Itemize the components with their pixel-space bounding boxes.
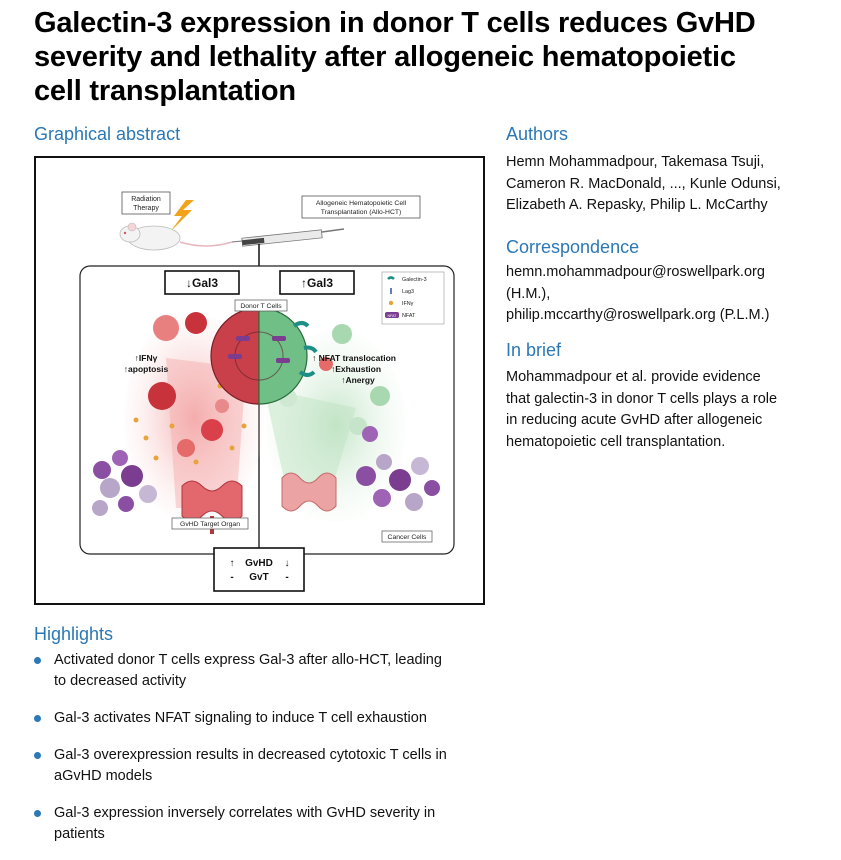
radiation-label: Therapy [133,205,159,212]
legend-label: Lag3 [402,289,414,295]
outcome-symbol: - [230,572,233,583]
lightning-icon [170,200,194,232]
in-brief-line: Mohammadpour et al. provide evidence [506,369,761,385]
green-beam [264,388,356,488]
purple-cells-right [356,426,440,511]
in-brief-heading: In brief [506,340,562,360]
cancer-cells-tag: Cancer Cells [381,530,433,543]
bullet-icon [34,657,41,664]
title-line: Galectin-3 expression in donor T cells r… [34,7,756,39]
outcome-symbol: ↑ [230,558,235,569]
highlight-item: Gal-3 activates NFAT signaling to induce… [34,708,504,729]
left-effect: ↑IFNγ [135,353,158,363]
title-line: cell transplantation [34,75,296,107]
authors-heading: Authors [506,124,569,144]
highlight-item: Gal-3 overexpression results in decrease… [34,745,504,787]
cancer-cells-label: Cancer Cells [388,534,428,541]
syringe-icon [231,228,345,247]
legend-label: Galectin-3 [402,277,427,283]
nfat-icon [385,312,399,318]
mouse-icon [119,222,233,251]
title-line: severity and lethality after allogeneic … [34,41,736,73]
gvhd-target-organ-tag: GvHD Target Organ [171,517,249,530]
correspondence-line: (H.M.), [506,285,551,302]
gal3-up-label: ↑Gal3 [301,276,333,290]
donor-t-cells-label: Donor T Cells [240,303,282,310]
in-brief-text: Mohammadpour et al. provide evidence tha… [506,367,826,453]
correspondence-email[interactable]: philip.mccarthy@roswellpark.org (P.L.M.) [506,307,770,323]
highlight-line: aGvHD models [54,768,153,784]
radiation-label-box: Radiation Therapy [121,191,171,215]
right-effect: ↑ NFAT translocation [312,353,396,363]
inflammatory-cells [148,312,229,457]
authors-line: Elizabeth A. Repasky, Philip L. McCarthy [506,197,768,213]
correspondence-email[interactable]: hemn.mohammadpour@roswellpark.org [506,264,765,280]
radiation-label: Radiation [131,196,161,203]
bullet-icon [34,810,41,817]
cytokine-dots-left [133,383,247,465]
legend: Galectin-3 Lag3 IFNγ NFAT NFAT [381,271,445,325]
gal3-down-label: ↓Gal3 [186,276,218,290]
in-brief-line: in reducing acute GvHD after allogeneic [506,412,763,428]
outcome-gvhd: GvHD [245,558,273,569]
effects-right: ↑ NFAT translocation ↑Exhaustion ↑Anergy [312,353,396,385]
left-effect: ↑apoptosis [124,364,169,374]
gal3-up-box: ↑Gal3 [279,270,355,295]
donor-t-cells-tag: Donor T Cells [234,299,288,312]
highlight-line: Gal-3 activates NFAT signaling to induce… [54,710,427,726]
outcome-symbol: - [285,572,288,583]
graphical-abstract: Radiation Therapy Allogeneic Hematopoiet… [34,156,485,605]
galectin3-icon [387,276,395,280]
highlight-line: Gal-3 overexpression results in decrease… [54,747,447,763]
donor-t-cell [210,307,318,405]
highlight-line: Gal-3 expression inversely correlates wi… [54,805,436,821]
transplant-label-box: Allogeneic Hematopoietic Cell Transplant… [301,195,421,219]
effects-left: ↑IFNγ ↑apoptosis [124,353,169,374]
graphical-abstract-heading: Graphical abstract [34,124,181,144]
right-effect: ↑Exhaustion [331,364,381,374]
highlights-heading: Highlights [34,624,114,644]
highlight-item: Gal-3 expression inversely correlates wi… [34,803,504,845]
ifng-icon [388,300,394,306]
highlight-line: patients [54,826,105,842]
highlight-line: Activated donor T cells express Gal-3 af… [54,652,442,668]
transplant-label: Transplantation (Allo-HCT) [321,209,402,216]
legend-label: NFAT [402,313,416,319]
bullet-icon [34,752,41,759]
authors-line: Cameron R. MacDonald, ..., Kunle Odunsi, [506,175,781,192]
authors-list: Hemn Mohammadpour, Takemasa Tsuji, Camer… [506,152,826,217]
authors-line: Hemn Mohammadpour, Takemasa Tsuji, [506,154,765,170]
graphical-abstract-figure: Radiation Therapy Allogeneic Hematopoiet… [79,191,455,592]
highlight-item: Activated donor T cells express Gal-3 af… [34,650,504,692]
right-effect: ↑Anergy [341,375,375,385]
gvhd-target-organ-label: GvHD Target Organ [180,521,240,528]
purple-cells-left [92,450,157,516]
legend-label: IFNγ [402,301,414,307]
correspondence-text: hemn.mohammadpour@roswellpark.org (H.M.)… [506,262,826,327]
highlights-list: Activated donor T cells express Gal-3 af… [34,650,504,845]
correspondence-heading: Correspondence [506,237,640,257]
transplant-label: Allogeneic Hematopoietic Cell [316,200,407,207]
gal3-down-box: ↓Gal3 [164,270,240,295]
in-brief-line: that galectin-3 in donor T cells plays a… [506,390,778,407]
bullet-icon [34,715,41,722]
outcome-box: ↑ GvHD ↓ - GvT - [213,547,305,592]
paper-title: Galectin-3 expression in donor T cells r… [34,6,824,108]
outcome-gvt: GvT [249,572,268,583]
legend-nfat-tag: NFAT [388,314,398,318]
gut-right [281,472,337,512]
highlight-line: to decreased activity [54,673,187,689]
outcome-symbol: ↓ [285,558,290,569]
in-brief-line: hematopoietic cell transplantation. [506,433,726,450]
